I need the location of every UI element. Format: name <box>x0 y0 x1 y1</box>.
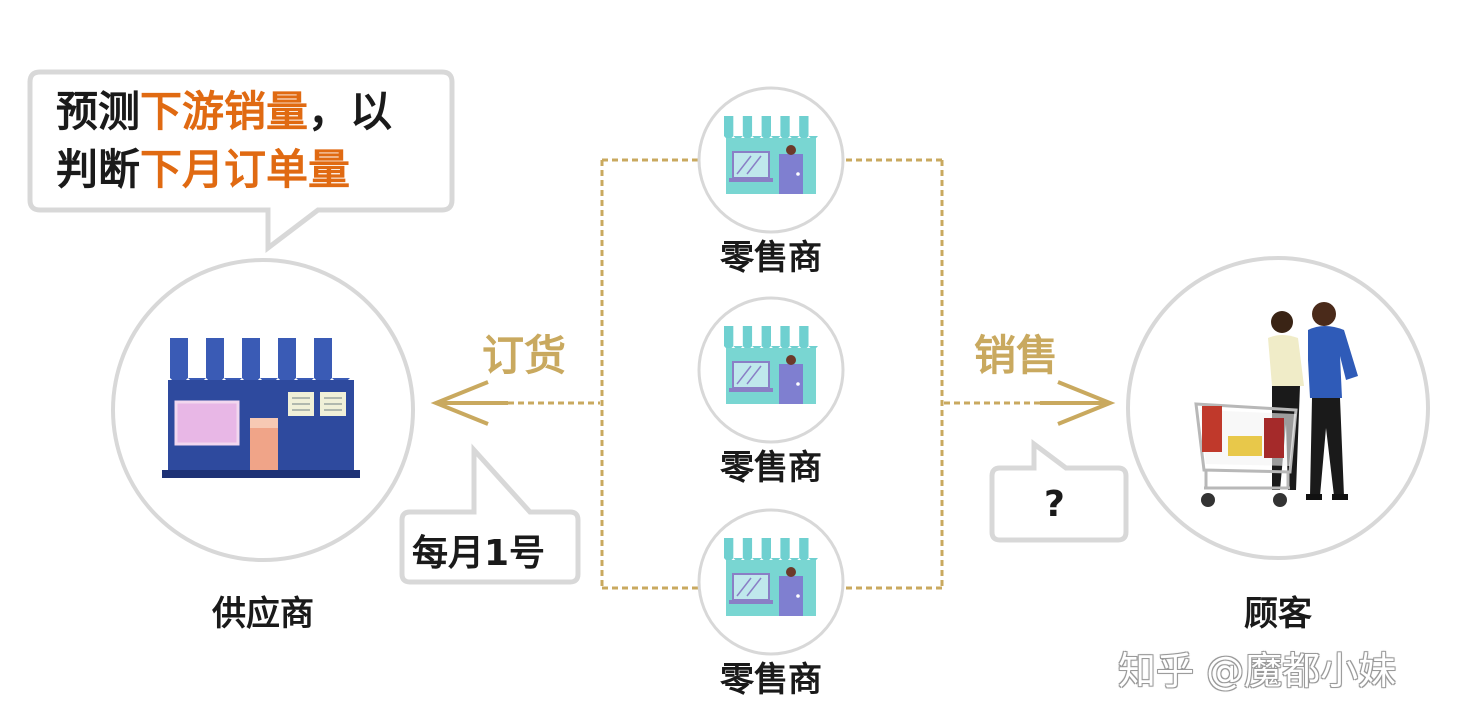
watermark: 知乎 @魔都小妹 <box>1118 649 1397 693</box>
retailer-label: 零售商 <box>720 238 822 278</box>
order-flow-label: 订货 <box>482 331 567 380</box>
supplier-label: 供应商 <box>212 594 314 634</box>
retailer-connector-frame <box>600 158 944 590</box>
order-timing-bubble <box>399 443 581 585</box>
callout-line-2-prefix: 判断 <box>56 145 141 194</box>
callout-line-2-highlight: 下月订单量 <box>140 145 351 194</box>
shoppers-icon <box>1194 302 1358 507</box>
order-arrow <box>430 380 600 426</box>
sales-arrow <box>944 380 1116 426</box>
retailer-store-icon <box>724 326 819 404</box>
forecast-callout <box>27 69 455 254</box>
order-timing-text: 每月1号 <box>412 533 546 574</box>
sales-flow-label: 销售 <box>974 331 1059 380</box>
retailer-label: 零售商 <box>720 448 822 488</box>
callout-line-1-prefix: 预测 <box>56 87 141 136</box>
callout-line-1: 预测下游销量，以 <box>56 84 392 140</box>
callout-line-1-highlight: 下游销量 <box>140 87 309 136</box>
customer-label: 顾客 <box>1244 594 1312 634</box>
retailer-store-icon <box>724 538 819 616</box>
supplier-store-icon <box>162 338 360 478</box>
sales-timing-text: ? <box>1044 484 1065 525</box>
retailer-node-1 <box>697 86 845 234</box>
sales-timing-bubble <box>989 439 1129 543</box>
retailer-node-3 <box>697 508 845 656</box>
retailer-node-2 <box>697 296 845 444</box>
callout-line-1-suffix: ，以 <box>308 87 393 136</box>
retailer-store-icon <box>724 116 819 194</box>
retailer-label: 零售商 <box>720 660 822 700</box>
callout-line-2: 判断下月订单量 <box>56 142 350 198</box>
